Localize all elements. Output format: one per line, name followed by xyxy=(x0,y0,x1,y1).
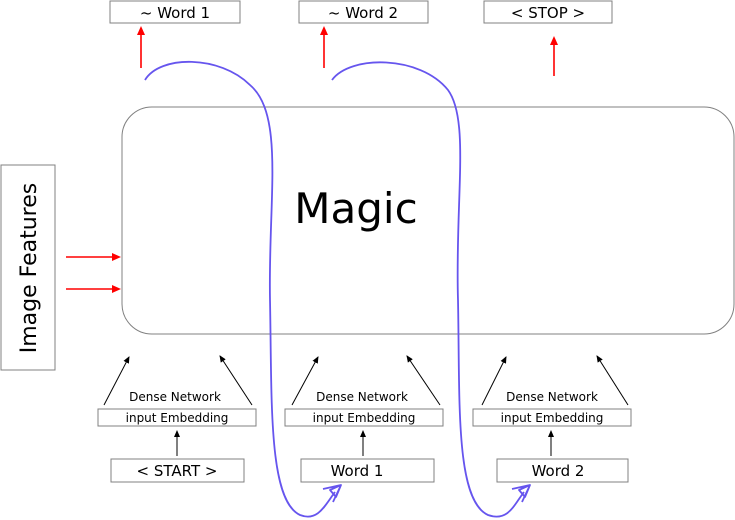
image-features-box: Image Features xyxy=(0,164,56,371)
input-label-2: Word 1 xyxy=(331,462,384,480)
embedding-box-1 xyxy=(97,408,257,427)
dense-network-label-3: Dense Network xyxy=(506,390,598,404)
output-box-2: ~ Word 2 xyxy=(298,0,429,24)
input-box-2 xyxy=(300,458,435,483)
dense-arrow-right-1 xyxy=(219,355,253,406)
dense-network-label-2: Dense Network xyxy=(316,390,408,404)
output-label-3: < STOP > xyxy=(511,4,585,22)
dense-arrow-left-2 xyxy=(291,356,319,406)
image-features-label: Image Features xyxy=(17,183,42,354)
column-1: Dense Network input Embedding < START > xyxy=(97,355,257,483)
input-label-1: < START > xyxy=(137,462,218,480)
output-box-1: ~ Word 1 xyxy=(109,0,241,24)
embedding-label-1: input Embedding xyxy=(126,411,229,425)
embedding-label-3: input Embedding xyxy=(501,411,604,425)
dense-network-label-1: Dense Network xyxy=(129,390,221,404)
output-label-2: ~ Word 2 xyxy=(328,4,398,22)
feedback-arrowhead-1 xyxy=(322,484,342,503)
column-3: Dense Network input Embedding Word 2 xyxy=(472,355,632,483)
dense-arrow-left-1 xyxy=(103,356,130,406)
input-box-1 xyxy=(110,458,245,483)
embedding-box-2 xyxy=(284,408,444,427)
input-box-3 xyxy=(496,458,629,483)
magic-box: Magic xyxy=(121,106,735,335)
embedding-label-2: input Embedding xyxy=(313,411,416,425)
feedback-curve-2 xyxy=(331,61,531,518)
dense-arrow-right-2 xyxy=(406,355,441,406)
output-box-3: < STOP > xyxy=(483,0,613,24)
column-2: Dense Network input Embedding Word 1 xyxy=(284,355,444,483)
feedback-curve-1 xyxy=(144,60,342,518)
embedding-box-3 xyxy=(472,408,632,427)
output-label-1: ~ Word 1 xyxy=(140,4,210,22)
dense-arrow-left-3 xyxy=(481,356,507,406)
magic-label: Magic xyxy=(294,184,417,233)
input-label-3: Word 2 xyxy=(532,462,585,480)
feedback-arrowhead-2 xyxy=(511,484,531,503)
dense-arrow-right-3 xyxy=(596,355,629,406)
